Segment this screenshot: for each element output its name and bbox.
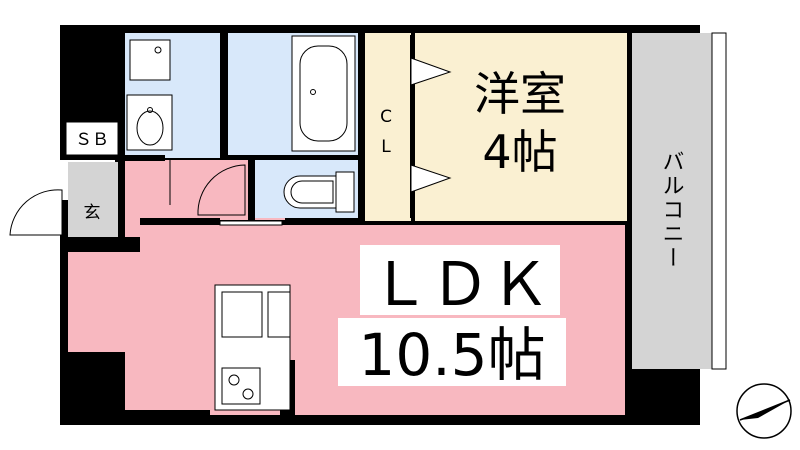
toilet-door-swing	[197, 164, 246, 216]
sliding-door	[219, 220, 283, 226]
room-size-western: 4帖	[482, 125, 557, 179]
bathtub-icon	[291, 35, 356, 152]
balcony-label: バルコニー	[659, 150, 684, 270]
ldk-size-plate	[338, 318, 566, 386]
kitchen-counter	[214, 284, 291, 411]
balcony-railing	[711, 32, 727, 370]
stove-icon	[221, 367, 261, 405]
interior-walls	[118, 25, 365, 252]
room-name-ldk: ＬＤＫ	[370, 250, 550, 320]
washbasin-icon	[126, 94, 173, 151]
compass-icon	[736, 383, 792, 439]
room-name-western: 洋室	[474, 67, 566, 121]
ldk-name-plate	[360, 245, 560, 315]
western-room-floor	[415, 33, 627, 221]
closet-door-mark	[410, 164, 452, 193]
balcony-floor	[632, 33, 720, 369]
closet-label-l: L	[381, 137, 391, 157]
entrance-label: 玄	[84, 203, 101, 223]
closet-label-c: C	[380, 107, 392, 127]
entrance-floor	[68, 162, 118, 237]
toilet-icon	[283, 171, 355, 213]
closet-floor	[365, 33, 411, 221]
washing-machine-icon	[129, 39, 171, 81]
western-room-label: 洋室 4帖	[474, 67, 566, 179]
room-size-ldk: 10.5帖	[358, 321, 545, 389]
closet-door-mark	[410, 57, 452, 86]
shoe-box-label: ＳＢ	[75, 130, 109, 150]
entrance-door-swing	[9, 189, 63, 236]
